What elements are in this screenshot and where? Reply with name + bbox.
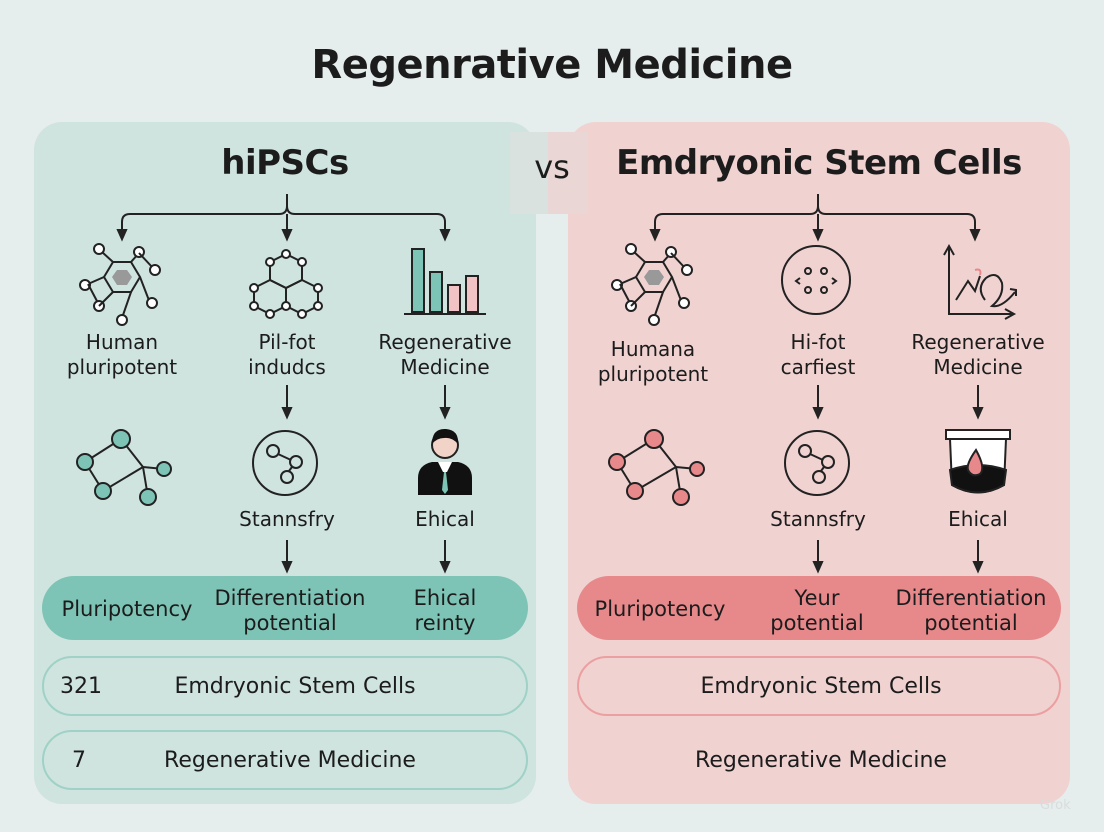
growth-chart-icon [943,243,1017,320]
cell-dots-icon [781,245,851,315]
label-line: Medicine [400,355,490,379]
label-line: Human [85,330,159,354]
label-line: Medicine [933,355,1023,379]
esc-summary-pill [577,576,1061,640]
hipsc-col3-sublabel: Ehical [415,507,475,531]
hexagon-network-icon [249,249,323,319]
label-line: Humana [610,337,696,361]
hipsc-branch-connector [116,194,451,242]
hipsc-row-2-number: 7 [72,748,86,773]
hipsc-col2-sublabel: Stannsfry [239,507,335,531]
hipsc-col3-label: Regenerative Medicine [375,330,515,380]
container-drop-icon [945,429,1011,494]
esc-pill-potential: Yeur potential [757,586,877,636]
pill-line: potential [243,611,337,635]
cell-circle-icon [784,430,850,496]
pill-line: Differentiation [214,586,366,610]
esc-pill-differentiation: Differentiation potential [886,586,1056,636]
esc-col2-sublabel: Stannsfry [770,507,866,531]
hipsc-row-1 [42,656,528,716]
label-line: pluripotent [597,362,709,386]
esc-col3-sublabel: Ehical [948,507,1008,531]
hipsc-title: hiPSCs [221,143,349,183]
label-line: indudcs [248,355,326,379]
label-line: Regenerative [911,330,1045,354]
page-title: Regenrative Medicine [311,42,793,88]
esc-row-1 [577,656,1061,716]
esc-col1-label: Humana pluripotent [593,337,713,387]
esc-row-1-label: Emdryonic Stem Cells [700,674,942,699]
label-line: pluripotent [66,355,178,379]
panel-bridge-right [548,132,588,214]
hipsc-row-1-number: 321 [60,674,102,699]
molecule-icon [79,243,161,326]
pill-line: Ehical [413,586,477,610]
network-graph-icon [76,429,172,506]
hipsc-col1-label: Human pluripotent [62,330,182,380]
hipsc-pill-ethical: Ehical reinty [385,586,505,636]
label-line: Pil-fot [258,330,316,354]
esc-pill-pluripotency: Pluripotency [594,597,726,621]
esc-branch-connector [649,194,981,242]
watermark: Grok [1040,798,1071,813]
esc-col2-label: Hi-fot carfiest [758,330,878,380]
esc-title: Emdryonic Stem Cells [616,143,1022,183]
label-line: carfiest [780,355,856,379]
hipsc-pill-differentiation: Differentiation potential [205,586,375,636]
panel-bridge-left [510,132,550,214]
network-graph-icon [608,429,705,506]
label-line: Regenerative [378,330,512,354]
pill-line: potential [924,611,1018,635]
pill-line: Differentiation [895,586,1047,610]
hipsc-row-2 [42,730,528,790]
person-icon [418,428,472,495]
hipsc-summary-pill [42,576,528,640]
hipsc-row-2-label: Regenerative Medicine [164,748,416,773]
hipsc-pill-pluripotency: Pluripotency [61,597,193,621]
esc-row-2-label: Regenerative Medicine [695,748,947,773]
pill-line: Yeur [794,586,840,610]
label-line: Hi-fot [790,330,846,354]
vs-label: vs [534,148,570,186]
pill-line: reinty [414,611,476,635]
hipsc-col2-label: Pil-fot indudcs [227,330,347,380]
flow-arrows [281,385,984,574]
bar-chart-icon [404,248,486,315]
esc-col3-label: Regenerative Medicine [908,330,1048,380]
hipsc-row-1-label: Emdryonic Stem Cells [174,674,416,699]
molecule-icon [611,243,693,326]
cell-circle-icon [252,430,318,496]
pill-line: potential [770,611,864,635]
